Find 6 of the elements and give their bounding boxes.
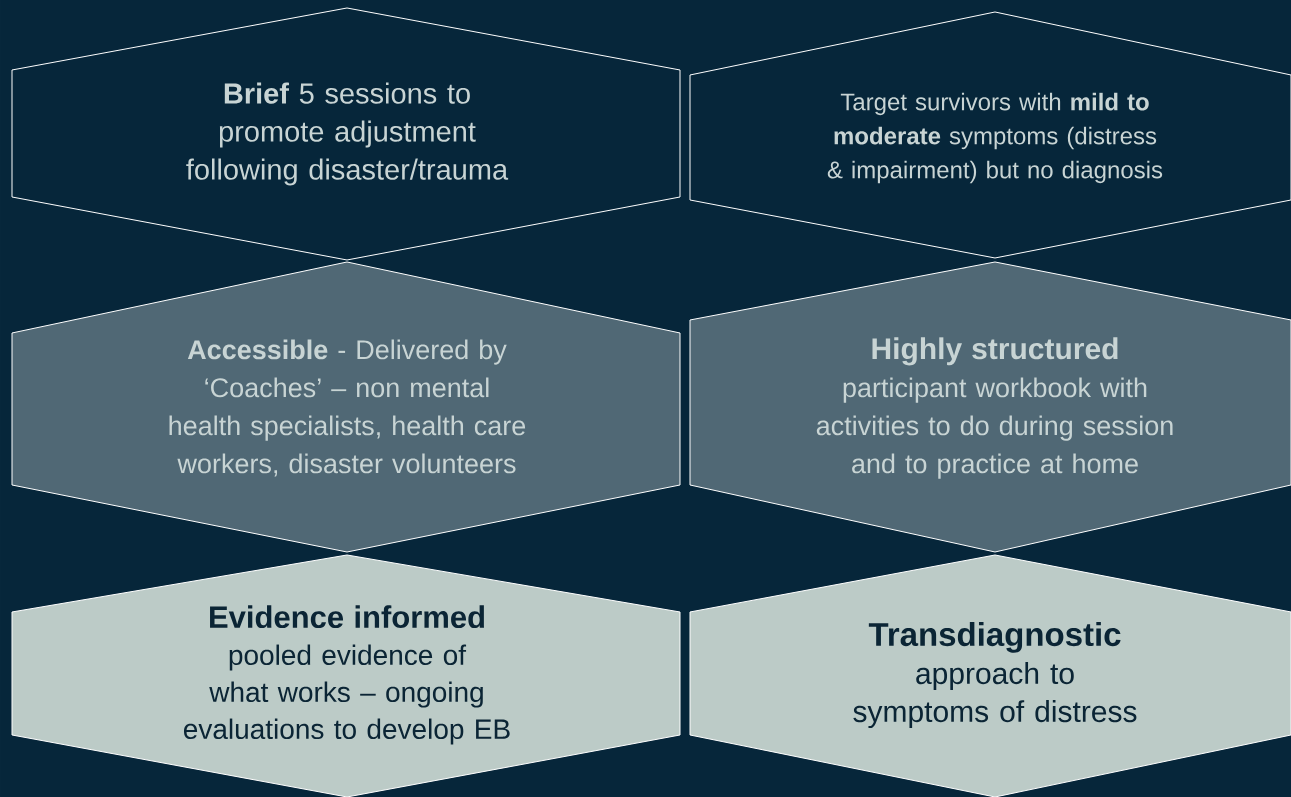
hexagon-box: Transdiagnostic approach to symptoms of distress bbox=[689, 554, 1291, 797]
hexagon-box: Evidence informed pooled evidence of what works – ongoing evaluations to develop EB bbox=[11, 554, 681, 797]
hexagon-box: Accessible - Delivered by ‘Coaches’ – non mental health specialists, health care workers, disaster volunteers bbox=[11, 261, 681, 553]
hexagon-box: Target survivors with mild to moderate symptoms (distress & impairment) but no diagnosis bbox=[689, 11, 1291, 259]
hexagon-box: Brief 5 sessions to promote adjustment following disaster/trauma bbox=[11, 7, 681, 261]
hexagon-box: Highly structured participant workbook with activities to do during session and to practice at home bbox=[689, 261, 1291, 553]
